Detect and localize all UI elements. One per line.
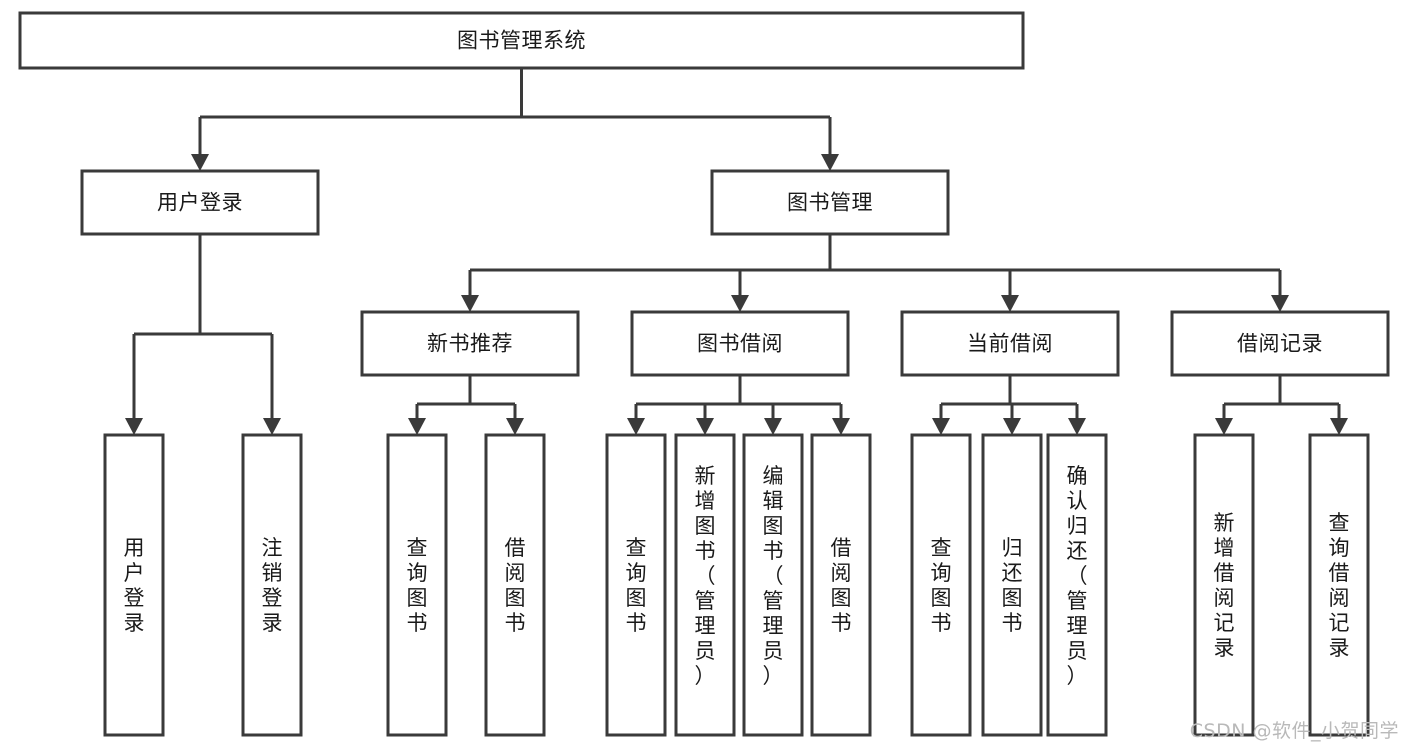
node-layer: 图书管理系统用户登录图书管理新书推荐图书借阅当前借阅借阅记录用户登录注销登录查询… xyxy=(18,11,1390,737)
node-borrow-record[interactable]: 借阅记录 xyxy=(1170,310,1390,377)
arrowhead-new-book-rec-1 xyxy=(506,418,524,435)
node-box-g5-query-record xyxy=(1308,433,1370,737)
node-label-g3-add-book: 新增图书（管理员） xyxy=(695,464,716,688)
node-label-book-manage: 图书管理 xyxy=(787,191,873,215)
arrowhead-book-manage-2 xyxy=(1001,295,1019,312)
arrowhead-current-borrow-1 xyxy=(1003,418,1021,435)
arrowhead-current-borrow-0 xyxy=(932,418,950,435)
node-label-borrow-record: 借阅记录 xyxy=(1237,332,1323,356)
node-label-g4-return-book: 归还图书 xyxy=(1002,536,1023,635)
arrowhead-book-manage-1 xyxy=(731,295,749,312)
node-box-borrow-record xyxy=(1170,310,1390,377)
node-root[interactable]: 图书管理系统 xyxy=(18,11,1025,70)
node-box-g3-borrow-book xyxy=(810,433,872,737)
node-box-g4-query-book xyxy=(910,433,972,737)
node-g3-edit-book[interactable]: 编辑图书（管理员） xyxy=(742,433,804,737)
arrowhead-book-manage-0 xyxy=(461,295,479,312)
arrowhead-book-manage-3 xyxy=(1271,295,1289,312)
node-leaf-logout[interactable]: 注销登录 xyxy=(241,433,303,737)
node-g4-query-book[interactable]: 查询图书 xyxy=(910,433,972,737)
node-label-book-borrow: 图书借阅 xyxy=(697,332,783,356)
node-g4-confirm-return[interactable]: 确认归还（管理员） xyxy=(1046,433,1108,737)
node-label-user-login: 用户登录 xyxy=(157,191,243,215)
arrowhead-current-borrow-2 xyxy=(1068,418,1086,435)
node-box-book-manage xyxy=(710,169,950,236)
node-g3-query-book[interactable]: 查询图书 xyxy=(605,433,667,737)
node-box-g3-query-book xyxy=(605,433,667,737)
arrowhead-root-1 xyxy=(821,154,839,171)
node-box-leaf-user-login xyxy=(103,433,165,737)
node-g3-borrow-book[interactable]: 借阅图书 xyxy=(810,433,872,737)
node-label-g4-query-book: 查询图书 xyxy=(931,536,952,635)
node-box-user-login xyxy=(80,169,320,236)
arrowhead-book-borrow-3 xyxy=(832,418,850,435)
node-label-new-book-rec: 新书推荐 xyxy=(427,332,513,356)
node-box-leaf-logout xyxy=(241,433,303,737)
node-label-root: 图书管理系统 xyxy=(457,29,586,53)
node-box-g3-add-book xyxy=(674,433,736,737)
node-box-g2-query-book xyxy=(386,433,448,737)
node-current-borrow[interactable]: 当前借阅 xyxy=(900,310,1120,377)
node-book-manage[interactable]: 图书管理 xyxy=(710,169,950,236)
node-new-book-rec[interactable]: 新书推荐 xyxy=(360,310,580,377)
node-g5-add-record[interactable]: 新增借阅记录 xyxy=(1193,433,1255,737)
arrowhead-book-borrow-0 xyxy=(627,418,645,435)
node-label-g3-query-book: 查询图书 xyxy=(626,536,647,635)
node-label-g4-confirm-return: 确认归还（管理员） xyxy=(1067,464,1088,688)
node-box-book-borrow xyxy=(630,310,850,377)
node-g2-query-book[interactable]: 查询图书 xyxy=(386,433,448,737)
arrowhead-new-book-rec-0 xyxy=(408,418,426,435)
node-g3-add-book[interactable]: 新增图书（管理员） xyxy=(674,433,736,737)
node-box-g3-edit-book xyxy=(742,433,804,737)
arrowhead-borrow-record-0 xyxy=(1215,418,1233,435)
node-label-g2-borrow-book: 借阅图书 xyxy=(505,536,526,635)
node-user-login[interactable]: 用户登录 xyxy=(80,169,320,236)
arrowhead-root-0 xyxy=(191,154,209,171)
node-label-g3-borrow-book: 借阅图书 xyxy=(831,536,852,635)
arrowhead-borrow-record-1 xyxy=(1330,418,1348,435)
node-g4-return-book[interactable]: 归还图书 xyxy=(981,433,1043,737)
node-box-current-borrow xyxy=(900,310,1120,377)
arrowhead-user-login-1 xyxy=(263,418,281,435)
node-label-g5-query-record: 查询借阅记录 xyxy=(1329,511,1350,660)
node-g2-borrow-book[interactable]: 借阅图书 xyxy=(484,433,546,737)
node-label-g5-add-record: 新增借阅记录 xyxy=(1214,511,1235,660)
node-book-borrow[interactable]: 图书借阅 xyxy=(630,310,850,377)
node-label-g2-query-book: 查询图书 xyxy=(407,536,428,635)
node-label-leaf-logout: 注销登录 xyxy=(262,536,283,635)
node-box-g4-confirm-return xyxy=(1046,433,1108,737)
node-box-g4-return-book xyxy=(981,433,1043,737)
node-leaf-user-login[interactable]: 用户登录 xyxy=(103,433,165,737)
node-box-g2-borrow-book xyxy=(484,433,546,737)
connector-layer xyxy=(125,68,1348,435)
node-label-leaf-user-login: 用户登录 xyxy=(124,536,145,635)
csdn-watermark: CSDN @软件_小贺同学 xyxy=(1189,720,1399,742)
node-label-g3-edit-book: 编辑图书（管理员） xyxy=(763,464,784,688)
node-label-current-borrow: 当前借阅 xyxy=(967,332,1053,356)
arrowhead-book-borrow-1 xyxy=(696,418,714,435)
node-g5-query-record[interactable]: 查询借阅记录 xyxy=(1308,433,1370,737)
arrowhead-user-login-0 xyxy=(125,418,143,435)
node-box-root xyxy=(18,11,1025,70)
node-box-new-book-rec xyxy=(360,310,580,377)
node-box-g5-add-record xyxy=(1193,433,1255,737)
arrowhead-book-borrow-2 xyxy=(764,418,782,435)
